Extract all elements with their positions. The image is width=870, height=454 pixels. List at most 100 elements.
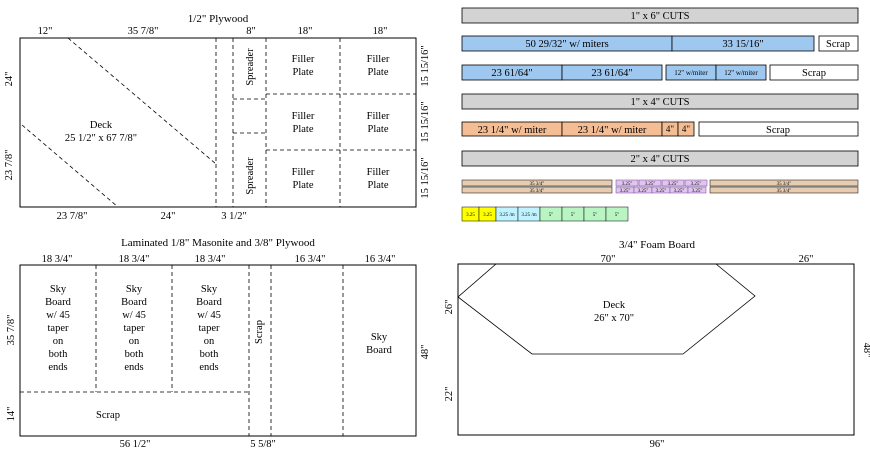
masonite-top-dim-5: 16 3/4" [365, 254, 396, 265]
filler-plate-3-line1: Filler [292, 111, 315, 122]
filler-plate-3-line2: Plate [293, 124, 314, 135]
foam-top-dim-1: 70" [601, 254, 616, 265]
foam-top-dim-2: 26" [799, 254, 814, 265]
foam-outline [457, 263, 855, 436]
cut-23-miter-b-label: 23 1/4" w/ miter [578, 125, 647, 136]
sky-board-1-line-6: both [49, 349, 68, 360]
cut-12-miter-b [715, 64, 767, 81]
plywood-top-dim-5: 18" [373, 26, 388, 37]
plywood-top-dim-4: 18" [298, 26, 313, 37]
plywood-bottom-dim-2: 24" [161, 211, 176, 222]
foam-left-dim-1: 26" [444, 300, 455, 315]
cut-23-b [561, 64, 663, 81]
two-by-four-header [461, 150, 859, 167]
two-by-four-r2-short-2-label: 3.25" [638, 189, 649, 194]
cut-23-b-label: 23 61/64" [591, 68, 632, 79]
masonite-sheet: Laminated 1/8" Masonite and 3/8" Plywood… [6, 237, 431, 450]
block-1-label: 3.25 [466, 213, 475, 218]
sky-board-3-line-6: both [200, 349, 219, 360]
plywood-title: 1/2" Plywood [188, 13, 249, 25]
block-8-label: 5" [615, 213, 620, 218]
sky-board-2: Sky Board w/ 45 taper on both ends [121, 284, 147, 373]
filler-plate-2-line1: Filler [367, 54, 390, 65]
masonite-top-dim-1: 18 3/4" [42, 254, 73, 265]
scrap-row1 [818, 35, 859, 52]
masonite-bottom-dim-2: 5 5/8" [250, 439, 276, 450]
foam-deck-size: 26" x 70" [594, 313, 634, 324]
filler-plate-4-line2: Plate [368, 124, 389, 135]
filler-plate-2-line2: Plate [368, 67, 389, 78]
block-7-label: 5" [593, 213, 598, 218]
two-by-four-r1-short-2-label: 3.25" [645, 182, 656, 187]
sky-board-1-line-1: Sky [50, 284, 67, 295]
filler-plate-6-line1: Filler [367, 167, 390, 178]
cut-33 [671, 35, 815, 52]
two-by-four-title: 2" x 4" CUTS [630, 154, 689, 165]
sky-board-4-line-2: Board [366, 345, 392, 356]
foam-title: 3/4" Foam Board [619, 239, 695, 251]
two-by-four-r2-short-5 [687, 186, 707, 194]
sky-board-2-line-1: Sky [126, 284, 143, 295]
scrap-row2-label: Scrap [802, 68, 826, 79]
filler-plate-1-line2: Plate [293, 67, 314, 78]
plywood-left-dim-2: 23 7/8" [4, 150, 15, 181]
foam-deck-label: Deck [603, 300, 626, 311]
two-by-four-r1-short-3 [661, 179, 685, 187]
masonite-top-dim-4: 16 3/4" [295, 254, 326, 265]
masonite-top-dim-2: 18 3/4" [119, 254, 150, 265]
sky-board-3-line-3: w/ 45 [197, 310, 221, 321]
cut-33-label: 33 15/16" [722, 39, 763, 50]
one-by-four-header [461, 93, 859, 110]
one-by-six-header [461, 7, 859, 24]
masonite-left-dim-2: 14" [6, 407, 17, 422]
block-2-label: 3.25 [483, 213, 492, 218]
two-by-four-r2-long-a [461, 186, 613, 194]
plywood-cut-line-lower [21, 124, 119, 208]
block-5-label: 5" [549, 213, 554, 218]
foam-deck-hexagon [457, 263, 756, 355]
plywood-right-dim-2: 15 15/16" [420, 101, 431, 142]
plywood-bottom-dim-3: 3 1/2" [221, 211, 247, 222]
cut-4-b-label: 4" [682, 124, 691, 134]
plywood-left-dim-1: 24" [4, 72, 15, 87]
block-3-label: 3.25 /m [499, 213, 514, 218]
masonite-bottom-dim-1: 56 1/2" [120, 439, 151, 450]
sky-board-3-line-5: on [204, 336, 215, 347]
two-by-four-r1-long-a-label: 35 3/4" [530, 182, 545, 187]
sky-board-3-line-2: Board [196, 297, 222, 308]
sky-board-3-line-7: ends [199, 362, 218, 373]
foam-sheet: 3/4" Foam Board 70" 26" Deck 26" x 70" 2… [444, 239, 870, 450]
cut-4-a-label: 4" [666, 124, 675, 134]
two-by-four-r2-long-b-label: 35 3/4" [777, 189, 792, 194]
sky-board-1-line-3: w/ 45 [46, 310, 70, 321]
plywood-deck-size: 25 1/2" x 67 7/8" [65, 133, 137, 144]
plywood-top-dim-1: 12" [38, 26, 53, 37]
block-4-label: 3.25 /m [521, 213, 536, 218]
cut-4-b [677, 121, 695, 137]
sky-board-2-line-3: w/ 45 [122, 310, 146, 321]
two-by-four-r1-short-4-label: 3.25" [691, 182, 702, 187]
filler-plate-6-line2: Plate [368, 180, 389, 191]
scrap-row3-label: Scrap [766, 125, 790, 136]
sky-board-2-line-2: Board [121, 297, 147, 308]
foam-left-dim-2: 22" [444, 387, 455, 402]
two-by-four-r1-short-1-label: 3.25" [622, 182, 633, 187]
block-6-label: 5" [571, 213, 576, 218]
masonite-title: Laminated 1/8" Masonite and 3/8" Plywood [121, 237, 315, 249]
masonite-left-dim-1: 35 7/8" [6, 315, 17, 346]
two-by-four-r1-long-b-label: 35 3/4" [777, 182, 792, 187]
sky-board-3-line-1: Sky [201, 284, 218, 295]
masonite-right-dim: 48" [420, 345, 431, 360]
masonite-outline [19, 264, 417, 437]
spreader-label-top: Spreader [245, 48, 256, 86]
sky-board-2-line-5: on [129, 336, 140, 347]
sky-board-3: Sky Board w/ 45 taper on both ends [196, 284, 222, 373]
plywood-bottom-dim-1: 23 7/8" [57, 211, 88, 222]
filler-plate-5-line1: Filler [292, 167, 315, 178]
plywood-top-dim-2: 35 7/8" [128, 26, 159, 37]
masonite-scrap-bottom: Scrap [96, 410, 120, 421]
foam-bottom-dim: 96" [650, 439, 665, 450]
two-by-four-r2-short-1-label: 3.25" [620, 189, 631, 194]
plywood-outline [19, 37, 417, 208]
foam-right-dim: 48" [861, 343, 870, 358]
